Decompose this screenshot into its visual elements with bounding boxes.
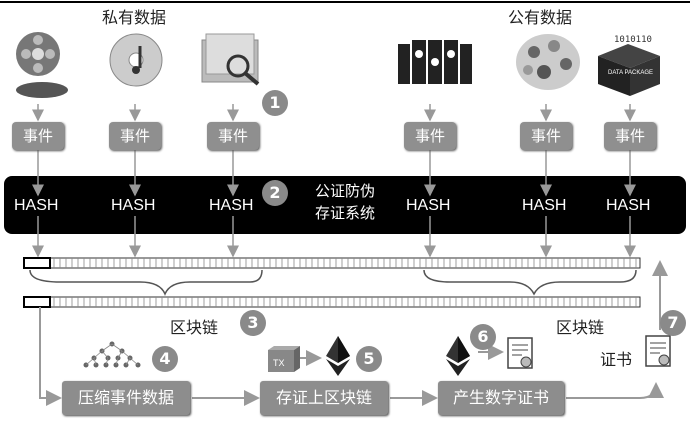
flow-arrows bbox=[32, 104, 636, 258]
cloud-servers-icon bbox=[398, 40, 472, 84]
step-badge-2: 2 bbox=[262, 180, 288, 206]
right-brace bbox=[423, 269, 637, 296]
ethereum-icon bbox=[446, 336, 470, 376]
certificate-icon bbox=[645, 335, 671, 367]
folder-search-icon bbox=[201, 33, 260, 86]
ethereum-icon bbox=[326, 336, 350, 376]
chain-bar-upper bbox=[23, 257, 641, 269]
tx-cube-icon: TX bbox=[268, 346, 300, 372]
chain-label-right: 区块链 bbox=[556, 318, 605, 337]
svg-text:1010110: 1010110 bbox=[614, 35, 652, 45]
data-package-icon: 1010110 DATA PACKAGE bbox=[598, 35, 660, 96]
music-cd-icon bbox=[109, 33, 163, 87]
system-bar bbox=[4, 176, 686, 234]
certificate-label: 证书 bbox=[600, 350, 633, 369]
certificate-icon bbox=[507, 337, 533, 369]
hash-label: HASH bbox=[522, 197, 567, 214]
hash-label: HASH bbox=[606, 197, 651, 214]
generate-cert-box: 产生数字证书 bbox=[438, 381, 564, 415]
hash-label: HASH bbox=[111, 197, 156, 214]
event-box: 事件 bbox=[207, 122, 259, 150]
event-box: 事件 bbox=[604, 122, 656, 150]
hash-label: HASH bbox=[14, 197, 59, 214]
event-box: 事件 bbox=[404, 122, 456, 150]
private-data-header: 私有数据 bbox=[102, 8, 167, 27]
system-line-1: 公证防伪 bbox=[314, 182, 375, 200]
step-badge-5: 5 bbox=[356, 346, 382, 372]
app-globe-icon bbox=[516, 34, 580, 90]
event-box: 事件 bbox=[109, 122, 161, 150]
event-box: 事件 bbox=[12, 122, 64, 150]
system-title: 公证防伪 存证系统 bbox=[300, 180, 390, 224]
step-badge-7: 7 bbox=[660, 310, 686, 336]
svg-text:DATA PACKAGE: DATA PACKAGE bbox=[608, 70, 653, 76]
step-badge-1: 1 bbox=[262, 90, 288, 116]
svg-text:TX: TX bbox=[273, 358, 285, 368]
left-brace bbox=[29, 269, 263, 296]
event-box: 事件 bbox=[520, 122, 572, 150]
compress-events-box: 压缩事件数据 bbox=[62, 381, 190, 415]
system-line-2: 存证系统 bbox=[314, 204, 375, 222]
step-badge-4: 4 bbox=[152, 346, 178, 372]
merkle-tree-icon bbox=[83, 341, 141, 368]
public-data-header: 公有数据 bbox=[508, 8, 573, 27]
chain-bar-lower bbox=[23, 296, 641, 308]
step-badge-3: 3 bbox=[240, 310, 266, 336]
step-badge-6: 6 bbox=[470, 324, 496, 350]
chain-label-left: 区块链 bbox=[170, 318, 219, 337]
hash-label: HASH bbox=[406, 197, 451, 214]
hash-label: HASH bbox=[209, 197, 254, 214]
store-on-chain-box: 存证上区块链 bbox=[260, 381, 388, 415]
film-reel-icon bbox=[16, 32, 68, 98]
